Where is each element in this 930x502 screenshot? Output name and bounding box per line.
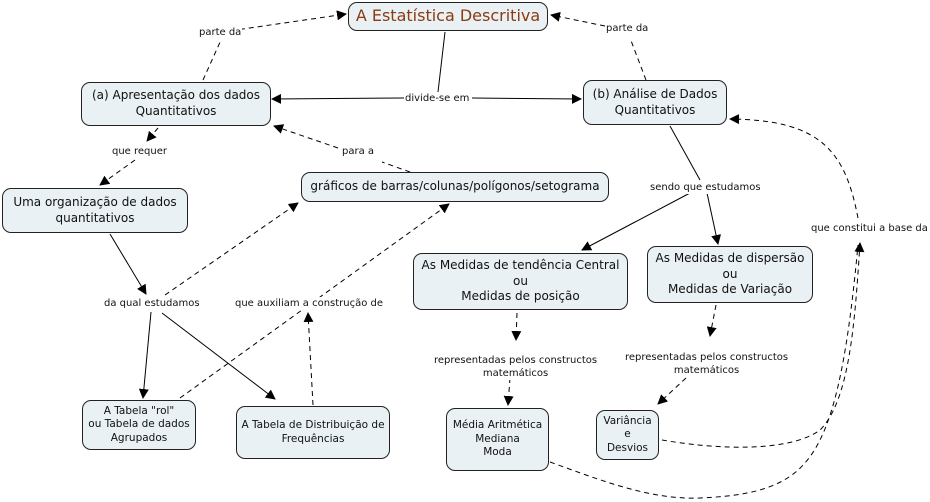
edge-divide-analise <box>471 93 582 104</box>
edge-tendencia-repr <box>511 312 522 341</box>
edge-variancia-constitui <box>661 242 865 448</box>
edge-graficos-para <box>381 161 411 173</box>
link-da-qual-estudamos: da qual estudamos <box>103 297 201 310</box>
link-parte-da-right: parte da <box>605 22 650 35</box>
node-medidas-tendencia[interactable]: As Medidas de tendência Central ou Medid… <box>413 253 628 310</box>
link-representadas-1: representadas pelos constructos matemáti… <box>433 354 599 380</box>
link-parte-da-left: parte da <box>198 26 243 39</box>
node-tabela-rol[interactable]: A Tabela "rol" ou Tabela de dados Agrupa… <box>82 400 196 450</box>
edge-parte-right <box>550 11 606 27</box>
edge-dispersao-repr <box>706 304 717 337</box>
node-variancia-desvios[interactable]: Variância e Desvios <box>596 410 659 460</box>
node-medidas-dispersao[interactable]: As Medidas de dispersão ou Medidas de Va… <box>647 246 813 303</box>
edge-divide-apresentacao <box>271 93 406 104</box>
node-tabela-frequencias[interactable]: A Tabela de Distribuição de Frequências <box>236 406 390 459</box>
edge-repr-media <box>503 377 514 406</box>
link-que-requer: que requer <box>111 145 169 158</box>
edge-repr-variancia <box>657 377 687 405</box>
node-apresentacao-dados[interactable]: (a) Apresentação dos dados Quantitativos <box>81 82 271 126</box>
link-representadas-2: representadas pelos constructos matemáti… <box>624 351 790 377</box>
link-sendo-que-estudamos: sendo que estudamos <box>649 181 762 194</box>
edge-apresentacao-requer <box>146 127 159 142</box>
edge-organizacao-daqual <box>109 233 147 295</box>
link-que-auxiliam: que auxiliam a construção de <box>234 297 385 310</box>
edge-sendo-dispersao <box>706 192 721 245</box>
edge-media-constitui <box>549 244 859 499</box>
edge-para-apresentacao <box>273 124 339 149</box>
node-media-mediana-moda[interactable]: Média Aritmética Mediana Moda <box>446 408 549 471</box>
edge-sendo-tendencia <box>581 192 691 251</box>
edge-parte-left <box>221 10 347 33</box>
edge-apresentacao-parte <box>202 39 222 81</box>
edge-analise-parte <box>629 37 647 81</box>
link-divide-se-em: divide-se em <box>404 92 471 105</box>
edge-constitui-analise <box>729 114 859 219</box>
node-estatistica-descritiva[interactable]: A Estatística Descritiva <box>348 2 548 31</box>
edge-daqual-rol <box>138 311 152 399</box>
edge-freq-auxiliam <box>303 312 314 406</box>
node-analise-dados[interactable]: (b) Análise de Dados Quantitativos <box>583 80 727 125</box>
edge-requer-organizacao <box>99 159 136 186</box>
edge-analise-sendo <box>669 125 701 181</box>
edge-root-divide <box>437 31 446 93</box>
node-graficos[interactable]: gráficos de barras/colunas/polígonos/set… <box>301 172 609 202</box>
edge-daqual-freq <box>161 312 276 400</box>
link-que-constitui: que constitui a base da <box>810 222 929 235</box>
node-organizacao-dados[interactable]: Uma organização de dados quantitativos <box>2 188 188 233</box>
link-para-a: para a <box>341 145 376 158</box>
